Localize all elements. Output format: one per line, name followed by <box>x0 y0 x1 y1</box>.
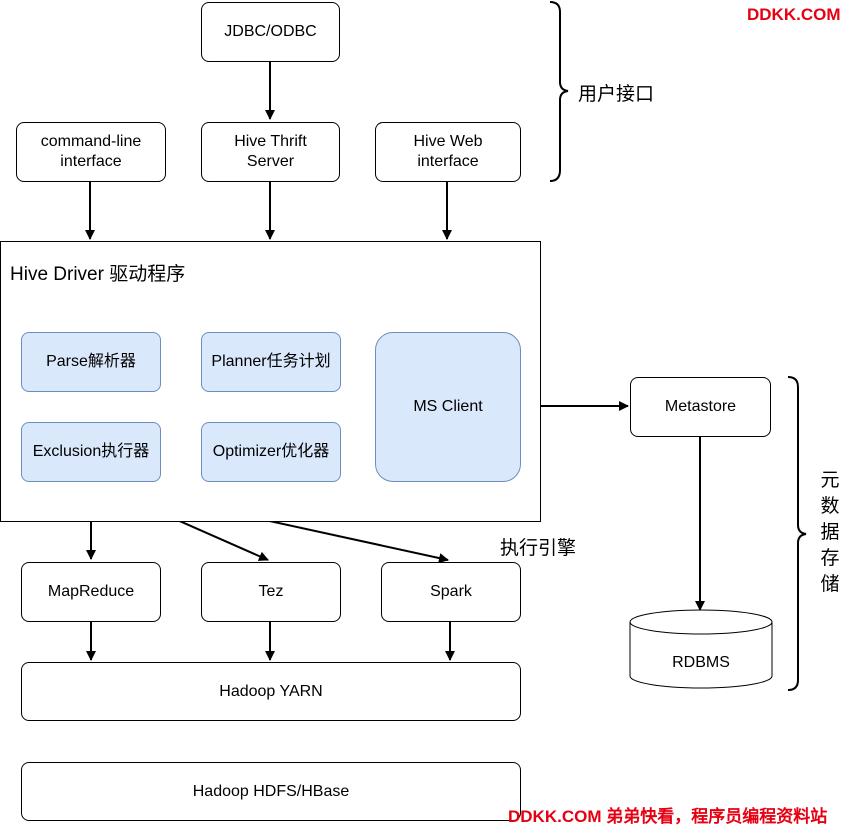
jdbc-odbc-box: JDBC/ODBC <box>201 2 340 62</box>
tez-box: Tez <box>201 562 341 622</box>
hive-driver-title: Hive Driver 驱动程序 <box>10 264 186 285</box>
parse-module: Parse解析器 <box>21 332 161 392</box>
metadata-storage-char-4: 存 <box>820 548 840 569</box>
hive-web-interface-label: Hive Web interface <box>413 133 483 170</box>
exclusion-module: Exclusion执行器 <box>21 422 161 482</box>
rdbms-cylinder <box>629 609 773 689</box>
metadata-storage-char-5: 储 <box>820 574 840 595</box>
brace-metadata-storage <box>787 376 807 691</box>
hadoop-yarn-label: Hadoop YARN <box>219 682 323 700</box>
hive-thrift-server-box: Hive Thrift Server <box>201 122 340 182</box>
mapreduce-label: MapReduce <box>47 583 135 600</box>
planner-module-label: Planner任务计划 <box>211 353 331 370</box>
brace-user-interface <box>549 1 569 182</box>
metastore-label: Metastore <box>664 398 737 415</box>
hadoop-hdfs-hbase-box: Hadoop HDFS/HBase <box>21 762 521 821</box>
tez-label: Tez <box>258 583 284 600</box>
command-line-interface-label: command-line interface <box>40 133 142 170</box>
user-interface-label: 用户接口 <box>578 84 655 105</box>
optimizer-module-label: Optimizer优化器 <box>212 443 330 460</box>
hive-thrift-server-label: Hive Thrift Server <box>234 133 307 170</box>
watermark-top-right: DDKK.COM <box>747 5 841 24</box>
parse-module-label: Parse解析器 <box>46 353 136 370</box>
mapreduce-box: MapReduce <box>21 562 161 622</box>
command-line-interface-box: command-line interface <box>16 122 166 182</box>
metadata-storage-char-3: 据 <box>820 522 840 543</box>
metadata-storage-char-2: 数 <box>820 496 840 517</box>
metadata-storage-char-1: 元 <box>820 470 840 491</box>
exclusion-module-label: Exclusion执行器 <box>32 443 150 460</box>
hive-web-interface-box: Hive Web interface <box>375 122 521 182</box>
optimizer-module: Optimizer优化器 <box>201 422 341 482</box>
jdbc-odbc-label: JDBC/ODBC <box>224 23 317 40</box>
ms-client-label: MS Client <box>413 398 483 415</box>
hadoop-hdfs-hbase-label: Hadoop HDFS/HBase <box>192 782 350 800</box>
watermark-bottom: DDKK.COM 弟弟快看，程序员编程资料站 <box>508 807 828 826</box>
planner-module: Planner任务计划 <box>201 332 341 392</box>
rdbms-label: RDBMS <box>672 654 730 671</box>
ms-client-module: MS Client <box>375 332 521 482</box>
spark-label: Spark <box>430 583 472 600</box>
execution-engine-label: 执行引擎 <box>500 538 577 559</box>
metastore-box: Metastore <box>630 377 771 437</box>
spark-box: Spark <box>381 562 521 622</box>
hadoop-yarn-box: Hadoop YARN <box>21 662 521 721</box>
